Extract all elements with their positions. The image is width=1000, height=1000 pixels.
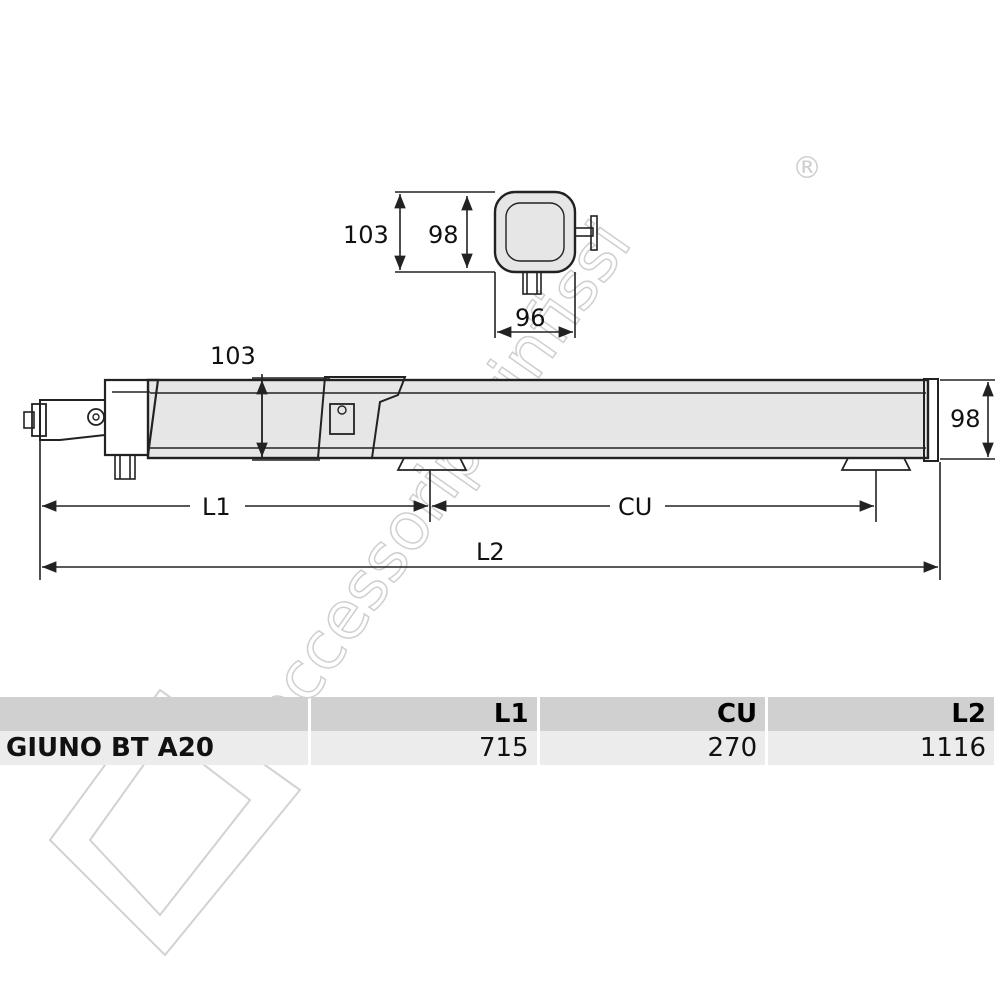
table-header-row: L1 CU L2 [0, 697, 994, 731]
cu-dimension-label: CU [618, 493, 652, 521]
section-bolt [574, 227, 594, 237]
section-profile [493, 190, 577, 274]
table-header-l1: L1 [311, 697, 537, 731]
release-lock [329, 403, 355, 435]
table-cell-l1: 715 [311, 731, 537, 765]
table-cell-l2: 1116 [768, 731, 994, 765]
table-header-cu: CU [539, 697, 766, 731]
side-view: 103 98 L1 CU L2 [23, 342, 995, 580]
section-connector [522, 271, 542, 295]
watermark-logo-inner [88, 733, 252, 917]
front-fork [23, 399, 106, 441]
end-height-label: 98 [950, 405, 981, 433]
end-cap [923, 378, 939, 462]
front-foot [840, 457, 912, 471]
rear-foot [396, 457, 468, 471]
side-height-label: 103 [210, 342, 256, 370]
section-inner [505, 202, 565, 262]
section-height-outer-label: 103 [343, 221, 389, 249]
table-cell-cu: 270 [539, 731, 766, 765]
release-unit [316, 376, 407, 459]
table-header-model [0, 697, 308, 731]
actuator-body [146, 378, 930, 460]
dimensions-table: L1 CU L2 GIUNO BT A20 715 270 1116 [0, 697, 997, 765]
l2-dimension-label: L2 [476, 538, 505, 566]
table-row: GIUNO BT A20 715 270 1116 [0, 731, 994, 765]
cross-section-view: 103 98 96 [343, 190, 598, 338]
section-bolt-head [590, 215, 598, 251]
l1-dimension-label: L1 [202, 493, 231, 521]
table-cell-model: GIUNO BT A20 [0, 731, 308, 765]
section-width-label: 96 [515, 304, 546, 332]
table-header-l2: L2 [768, 697, 994, 731]
section-height-inner-label: 98 [428, 221, 459, 249]
watermark-registered-mark: ® [792, 151, 822, 186]
side-connector [114, 454, 136, 480]
watermark-text: accessoriperinfissi [235, 208, 646, 749]
